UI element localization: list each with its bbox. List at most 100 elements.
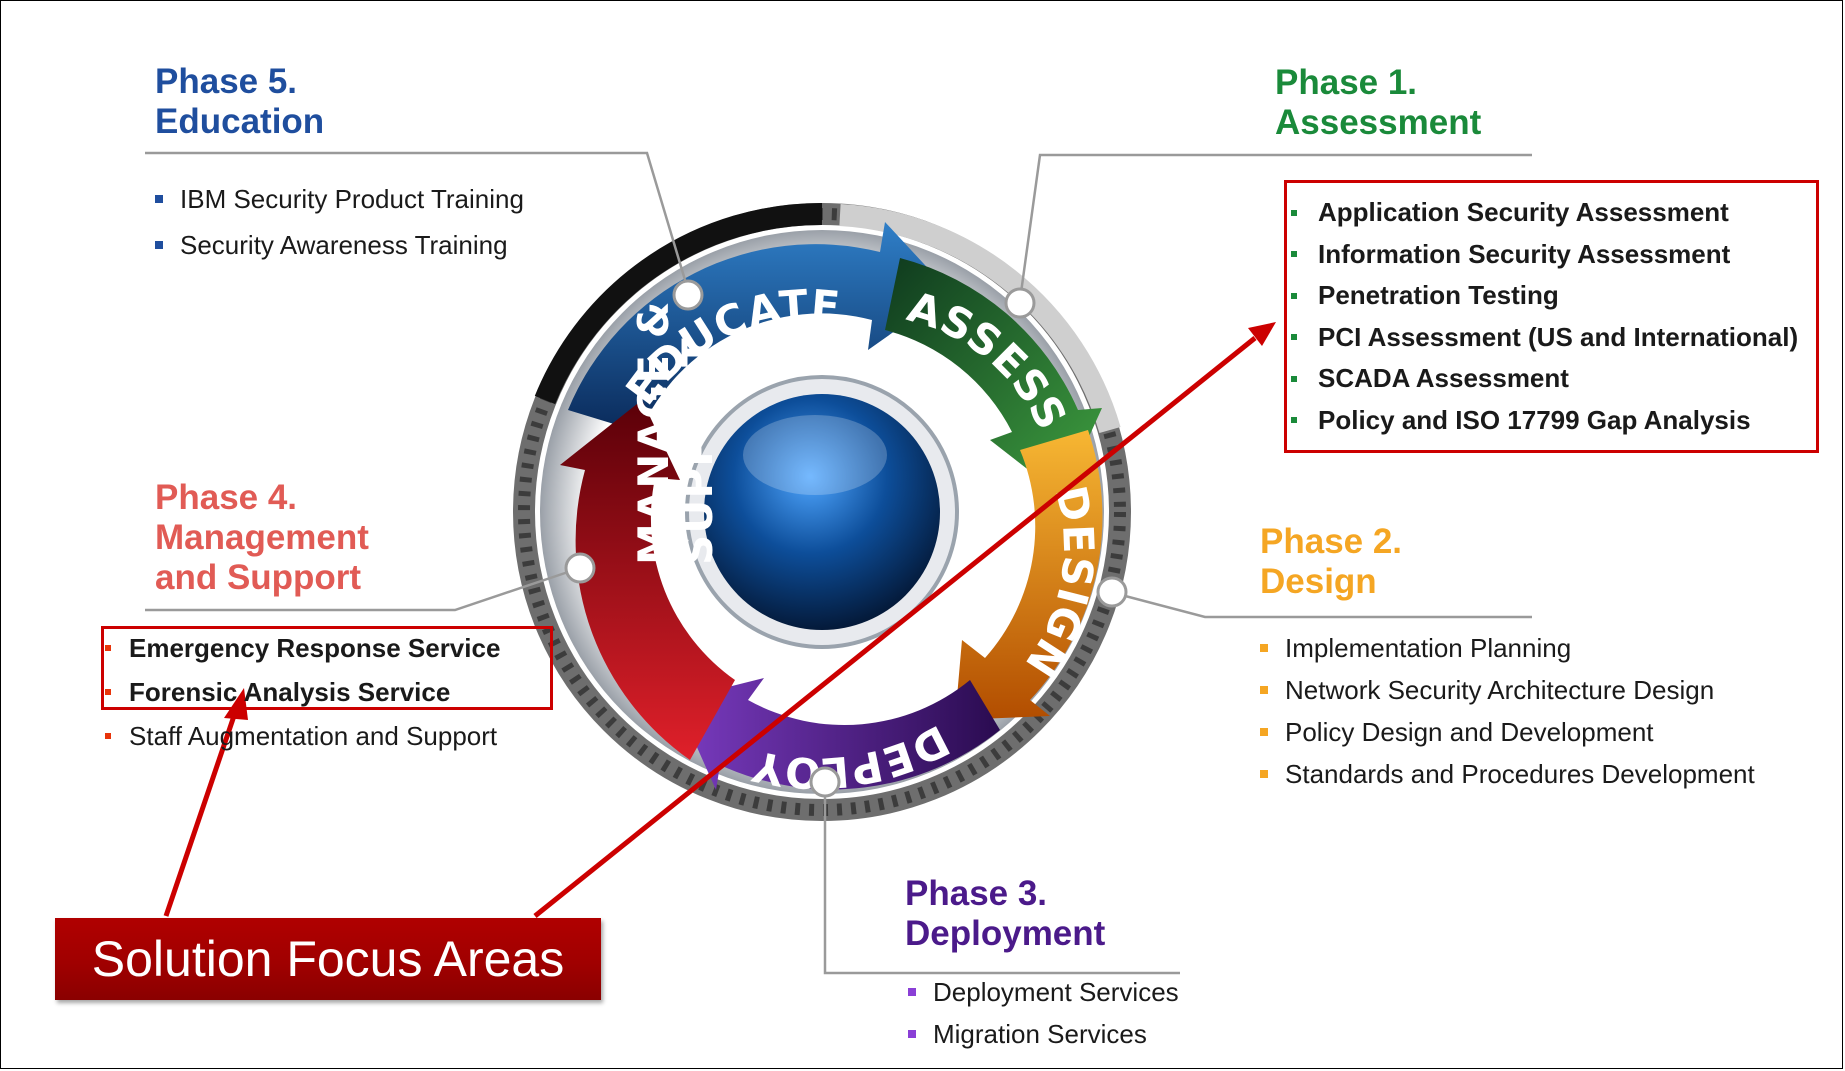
bullet-icon: [1260, 686, 1268, 694]
connector-phase5: [145, 151, 690, 291]
phase3-title-line2: Deployment: [905, 914, 1106, 953]
phase5-title-line2: Education: [155, 102, 325, 141]
connector-nodes: [564, 279, 1128, 798]
manage-arrow: [560, 400, 735, 760]
design-arrow: [955, 430, 1103, 720]
connector-phase1: [1018, 153, 1532, 301]
list-item: IBM Security Product Training: [155, 176, 524, 222]
callout-arrow-left-head: [224, 688, 248, 720]
bullet-icon: [1291, 417, 1297, 424]
list-item: Information Security Assessment: [1288, 234, 1798, 276]
phase4-focus-box: [101, 626, 553, 710]
phase5-title: Phase 5. Education: [155, 62, 324, 142]
svg-text:MANAGE &: MANAGE &: [629, 301, 678, 565]
assess-arrow: [885, 258, 1102, 496]
outer-ring-light-arc: [839, 204, 1121, 434]
connector-phase4: [145, 566, 581, 612]
phase5-title-line1: Phase 5.: [155, 62, 298, 101]
list-item: Policy Design and Development: [1260, 711, 1755, 753]
svg-text:SUPPORT: SUPPORT: [673, 337, 722, 565]
cycle-label-manage: MANAGE & SUPPORT: [629, 301, 722, 565]
callout-arrows: [163, 322, 1276, 918]
solution-focus-areas-label: Solution Focus Areas: [55, 918, 601, 1000]
callout-arrow-right-head: [1248, 322, 1276, 346]
phase5-list: IBM Security Product Training Security A…: [155, 176, 524, 268]
center-orb: [704, 394, 940, 630]
bullet-icon: [105, 733, 111, 739]
outer-ring-black-arc: [534, 202, 823, 405]
center-orb-highlight: [743, 415, 887, 495]
list-item: Migration Services: [908, 1013, 1179, 1055]
list-item-text: Network Security Architecture Design: [1285, 675, 1715, 705]
node-deploy: [809, 766, 841, 798]
list-item: Policy and ISO 17799 Gap Analysis: [1288, 400, 1798, 442]
cycle-arrows: [560, 222, 1103, 790]
list-item-text: Forensic Analysis Service: [129, 677, 451, 707]
list-item-text: Security Awareness Training: [180, 230, 508, 260]
list-item: Emergency Response Service: [105, 626, 500, 670]
bullet-icon: [1291, 209, 1297, 216]
list-item: Standards and Procedures Development: [1260, 753, 1755, 795]
list-item: Security Awareness Training: [155, 222, 524, 268]
phase2-list: Implementation Planning Network Security…: [1260, 627, 1755, 795]
bullet-icon: [1291, 375, 1297, 382]
educate-arrow: [568, 222, 950, 432]
list-item-text: Policy Design and Development: [1285, 717, 1654, 747]
connector-phase2: [1109, 590, 1532, 619]
list-item: SCADA Assessment: [1288, 358, 1798, 400]
list-item-text: Staff Augmentation and Support: [129, 721, 498, 751]
phase2-title-line1: Phase 2.: [1260, 522, 1403, 561]
list-item-text: Information Security Assessment: [1318, 238, 1731, 269]
phase4-title-line1: Phase 4.: [155, 478, 298, 517]
node-educate: [672, 279, 704, 311]
node-manage: [564, 552, 596, 584]
bullet-icon: [105, 645, 111, 651]
phase1-title-line1: Phase 1.: [1275, 63, 1418, 102]
list-item: Deployment Services: [908, 971, 1179, 1013]
phase3-title: Phase 3. Deployment: [905, 874, 1105, 954]
list-item-text: IBM Security Product Training: [180, 184, 524, 214]
list-item-text: Penetration Testing: [1318, 280, 1559, 310]
list-item: Implementation Planning: [1260, 627, 1755, 669]
phase4-title: Phase 4. Management and Support: [155, 478, 369, 598]
phase1-focus-box: [1284, 180, 1819, 453]
list-item-text: Emergency Response Service: [129, 633, 501, 663]
bullet-icon: [908, 1030, 916, 1038]
bullet-icon: [908, 988, 916, 996]
list-item-text: Standards and Procedures Development: [1285, 759, 1755, 789]
bullet-icon: [1291, 292, 1297, 299]
phase1-list: Application Security Assessment Informat…: [1288, 192, 1798, 441]
list-item-text: Migration Services: [933, 1019, 1147, 1049]
callout-arrow-left: [163, 709, 239, 917]
bullet-icon: [105, 689, 111, 695]
phase3-list: Deployment Services Migration Services: [908, 971, 1179, 1055]
phase2-title-line2: Design: [1260, 562, 1377, 601]
list-item: Staff Augmentation and Support: [105, 714, 500, 758]
bullet-icon: [1291, 334, 1297, 341]
phase1-title: Phase 1. Assessment: [1275, 63, 1481, 143]
phase4-title-line2: Management: [155, 518, 369, 557]
list-item: Forensic Analysis Service: [105, 670, 500, 714]
list-item: PCI Assessment (US and International): [1288, 317, 1798, 359]
list-item-text: Implementation Planning: [1285, 633, 1572, 663]
callout-arrow-right: [533, 336, 1257, 918]
node-design: [1096, 576, 1128, 608]
list-item-text: Policy and ISO 17799 Gap Analysis: [1318, 404, 1751, 435]
list-item: Penetration Testing: [1288, 275, 1798, 317]
phase1-title-line2: Assessment: [1275, 103, 1482, 142]
bullet-icon: [1260, 644, 1268, 652]
connector-lines: [145, 151, 1532, 975]
connector-phase3: [823, 785, 1180, 975]
bullet-icon: [155, 241, 163, 249]
bullet-icon: [1260, 728, 1268, 736]
phase4-title-line3: and Support: [155, 558, 362, 597]
list-item-text: Application Security Assessment: [1318, 197, 1729, 227]
node-assess: [1004, 287, 1036, 319]
list-item: Application Security Assessment: [1288, 192, 1798, 234]
list-item-text: Deployment Services: [933, 977, 1179, 1007]
list-item-text: SCADA Assessment: [1318, 363, 1569, 393]
deploy-arrow: [676, 678, 1000, 790]
phase2-title: Phase 2. Design: [1260, 522, 1402, 602]
